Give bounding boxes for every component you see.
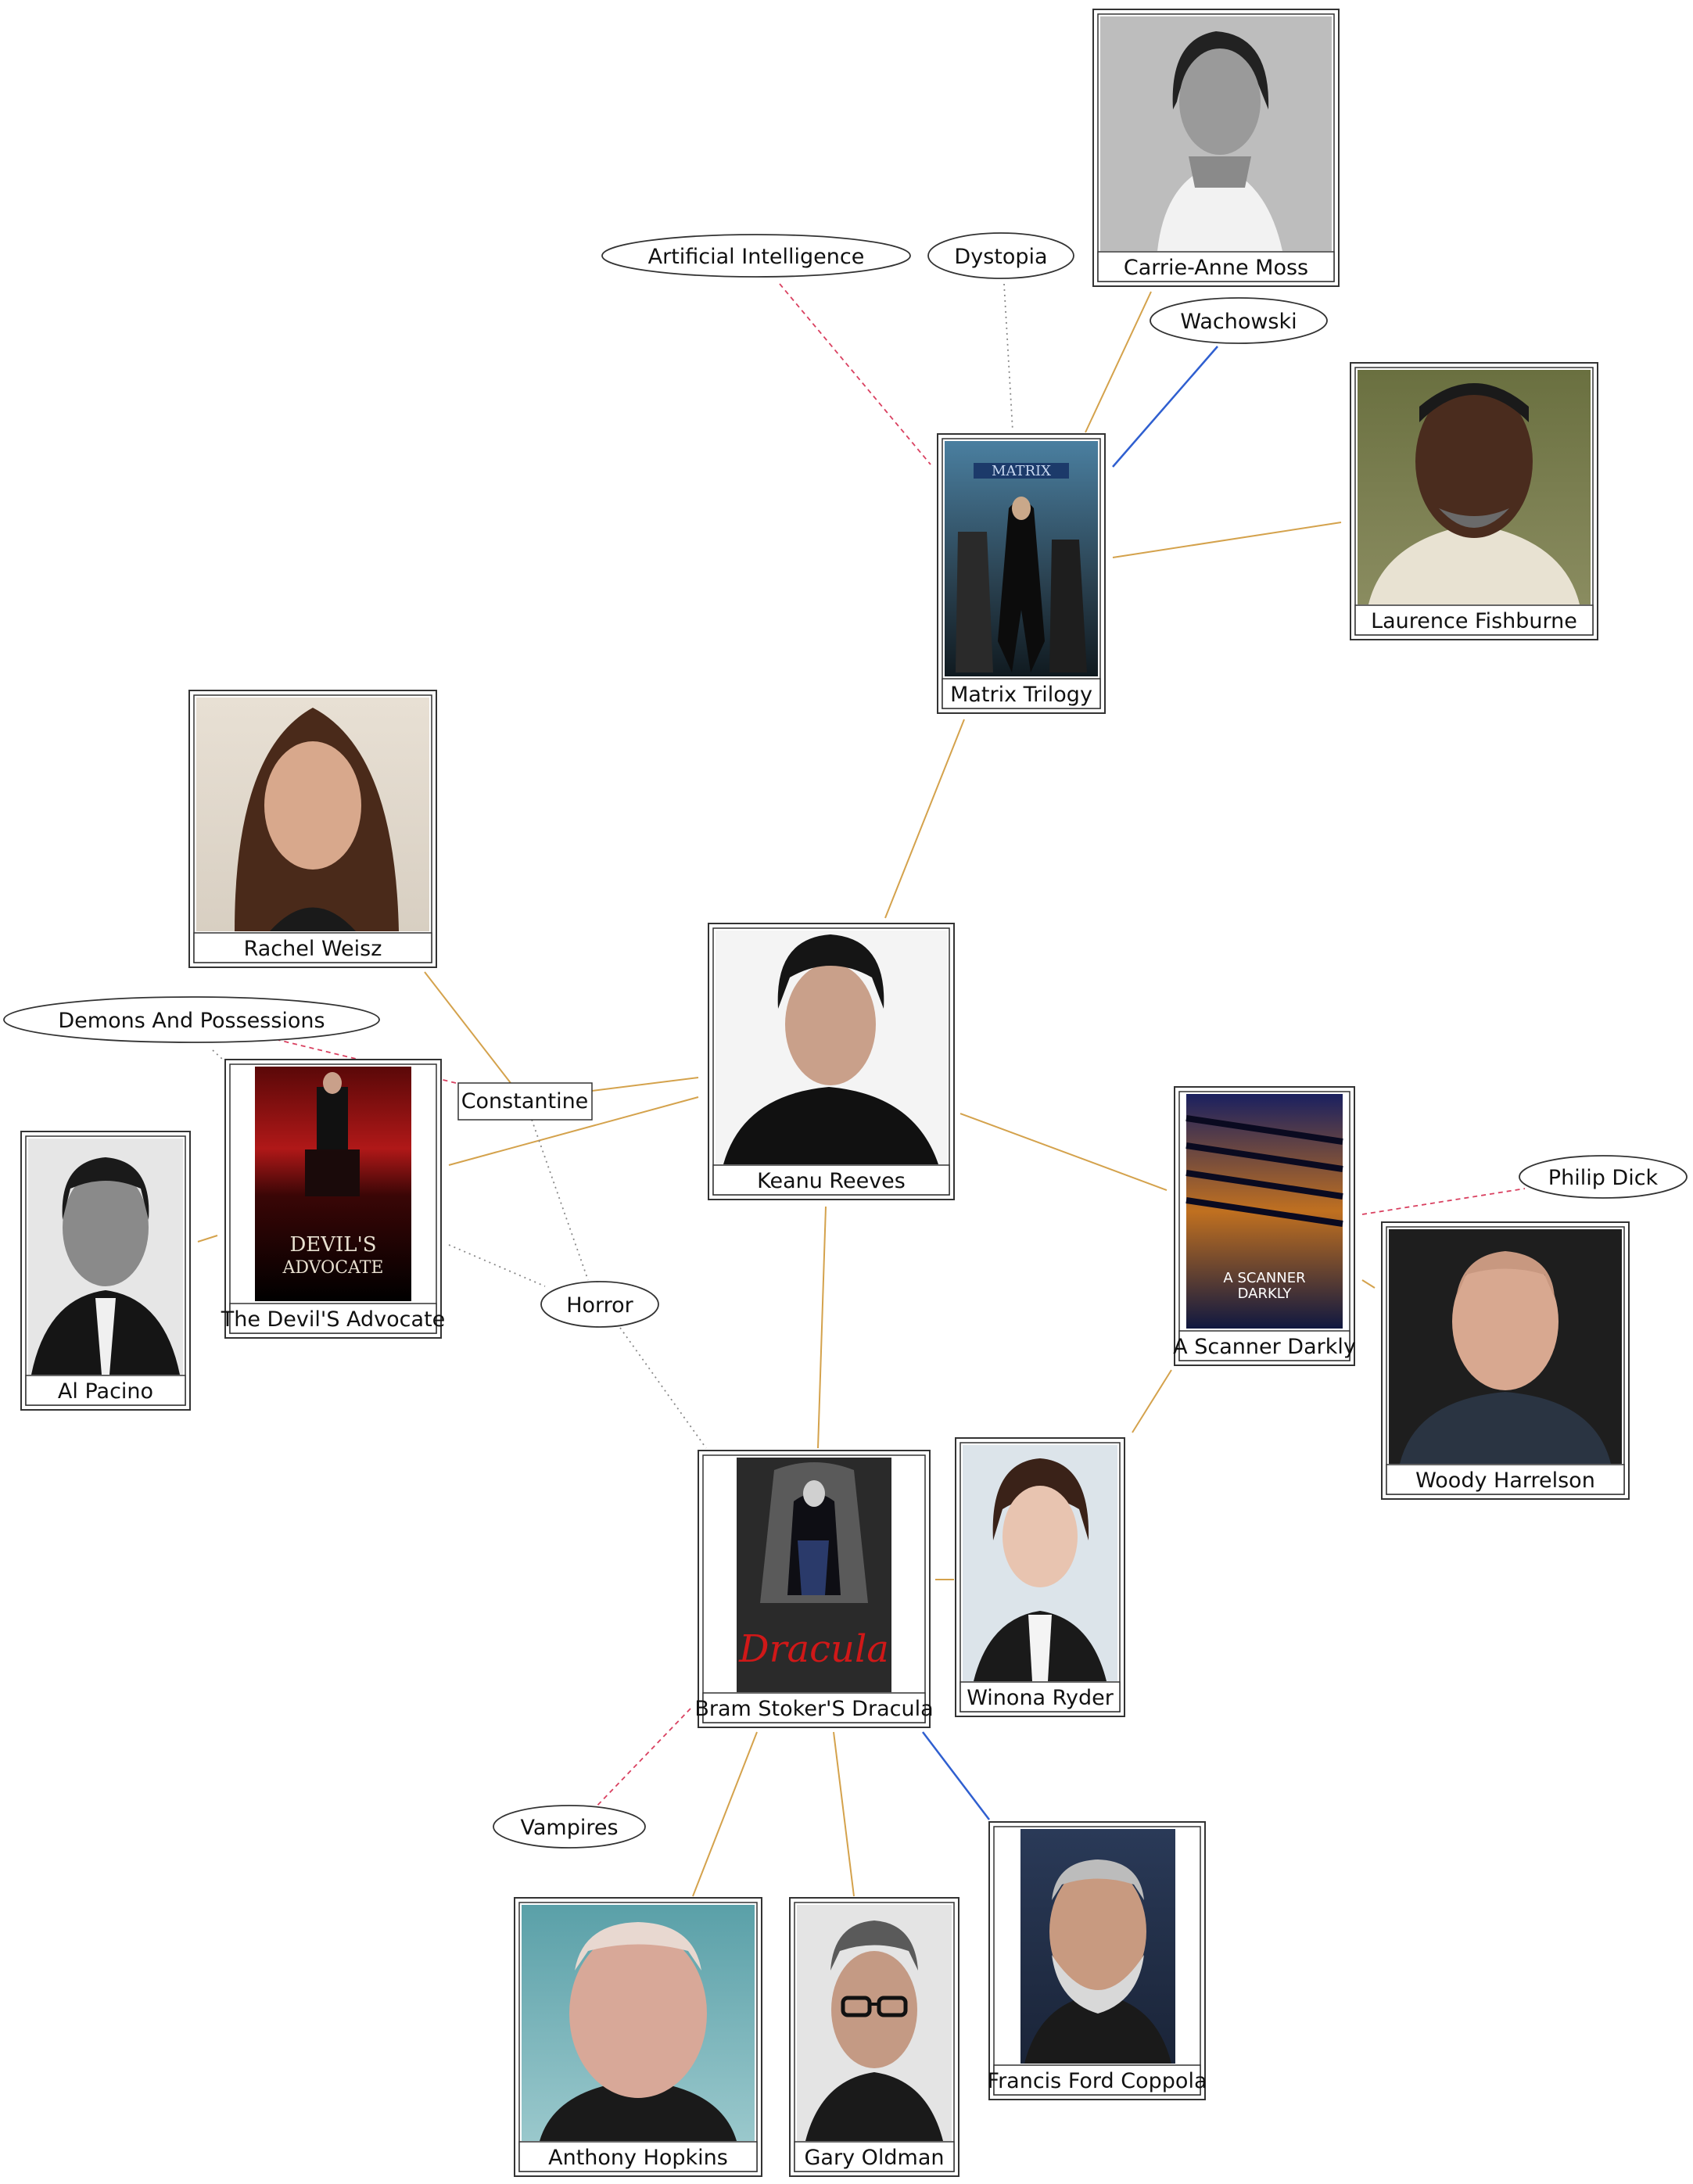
portrait-man-green-bg-icon [1358,370,1591,604]
node-label: A Scanner Darkly [1173,1335,1356,1359]
tag-wachowski[interactable]: Wachowski [1150,297,1328,344]
node-label: Bram Stoker'S Dracula [694,1697,933,1721]
portrait-woman-bw-icon [1100,16,1332,251]
tag-label: Artificial Intelligence [648,245,865,269]
node-matrix-trilogy[interactable]: MATRIX Matrix Trilogy [937,433,1106,714]
node-label: Constantine [461,1089,589,1114]
edge-constantine-horror [531,1119,589,1281]
svg-text:ADVOCATE: ADVOCATE [282,1258,384,1278]
portrait-man-dark-hair-icon [716,931,947,1164]
node-the-devils-advocate[interactable]: DEVIL'S ADVOCATE The Devil'S Advocate [221,1059,446,1339]
tag-label: Vampires [520,1816,618,1840]
edge-keanu-dracula [817,1206,827,1449]
tag-horror[interactable]: Horror [540,1281,659,1328]
node-label: Francis Ford Coppola [988,2069,1207,2093]
poster-devils-advocate-icon: DEVIL'S ADVOCATE [255,1067,411,1301]
tag-label: Dystopia [954,245,1047,269]
tag-label: Wachowski [1180,310,1297,334]
tag-artificial-intelligence[interactable]: Artificial Intelligence [601,234,911,278]
tag-dystopia[interactable]: Dystopia [927,232,1074,279]
edge-scanner-woody [1361,1279,1376,1289]
node-label: Gary Oldman [805,2146,945,2170]
node-a-scanner-darkly[interactable]: A SCANNER DARKLY A Scanner Darkly [1173,1086,1356,1366]
edge-matrix-wachowski [1112,346,1218,468]
node-laurence-fishburne[interactable]: Laurence Fishburne [1350,362,1598,640]
edge-matrix-carrie [1085,291,1152,433]
node-label: Matrix Trilogy [950,683,1092,707]
edge-keanu-scanner [959,1113,1168,1191]
edge-matrix-ai [779,283,931,465]
tag-label: Demons And Possessions [58,1009,325,1033]
svg-text:Dracula: Dracula [738,1627,889,1671]
edge-matrix-dystopia [1003,283,1013,432]
node-label: The Devil'S Advocate [221,1307,446,1332]
portrait-man-bw-icon [28,1139,183,1375]
portrait-man-bald-icon [1389,1229,1622,1464]
edge-keanu-matrix [884,719,965,919]
edge-dracula-coppola [922,1731,990,1820]
node-label: Keanu Reeves [757,1169,906,1193]
svg-text:MATRIX: MATRIX [992,463,1051,479]
tag-label: Horror [566,1293,633,1318]
svg-text:DARKLY: DARKLY [1238,1286,1293,1302]
edge-matrix-laurence [1112,522,1342,558]
node-bram-stokers-dracula[interactable]: Dracula Bram Stoker'S Dracula [694,1450,934,1728]
node-anthony-hopkins[interactable]: Anthony Hopkins [514,1897,762,2177]
node-gary-oldman[interactable]: Gary Oldman [789,1897,959,2177]
poster-scanner-darkly-icon: A SCANNER DARKLY [1185,1094,1343,1329]
tag-demons-and-possessions[interactable]: Demons And Possessions [3,996,380,1043]
node-winona-ryder[interactable]: Winona Ryder [955,1437,1125,1717]
poster-matrix-icon: MATRIX [945,441,1098,676]
edge-devils-pacino [197,1235,218,1243]
portrait-man-teal-bg-icon [522,1905,755,2141]
tag-label: Philip Dick [1548,1166,1659,1190]
svg-text:DEVIL'S: DEVIL'S [289,1233,376,1257]
node-label: Winona Ryder [967,1686,1114,1710]
edge-scanner-winona [1132,1369,1172,1433]
node-label: Rachel Weisz [244,937,382,961]
edge-dracula-oldman [833,1731,855,1897]
edge-horror-dracula [619,1327,707,1449]
portrait-woman-dark-hair-icon [963,1445,1117,1681]
edge-devils-horror [448,1244,546,1287]
node-francis-ford-coppola[interactable]: Francis Ford Coppola [988,1821,1207,2100]
edge-scanner-philip [1361,1188,1526,1215]
node-label: Laurence Fishburne [1371,609,1577,633]
node-label: Anthony Hopkins [548,2146,728,2170]
edge-dracula-vampires [592,1708,691,1811]
tag-vampires[interactable]: Vampires [493,1805,646,1849]
tag-philip-dick[interactable]: Philip Dick [1519,1155,1688,1199]
node-keanu-reeves[interactable]: Keanu Reeves [708,923,955,1200]
edge-dracula-hopkins [692,1731,758,1897]
edge-rachel-constantine [424,971,511,1084]
edge-keanu-devils [448,1096,699,1166]
poster-dracula-icon: Dracula [737,1458,891,1692]
svg-text:A SCANNER: A SCANNER [1223,1270,1305,1286]
node-woody-harrelson[interactable]: Woody Harrelson [1381,1221,1630,1500]
portrait-man-beard-icon [1020,1829,1175,2064]
edge-devils-demons [212,1049,224,1060]
node-constantine[interactable]: Constantine [457,1082,593,1121]
portrait-woman-brown-hair-icon [196,698,429,931]
node-carrie-anne-moss[interactable]: Carrie-Anne Moss [1092,9,1340,287]
portrait-man-glasses-icon [797,1905,952,2141]
node-label: Woody Harrelson [1415,1469,1595,1493]
edge-keanu-constantine [591,1077,699,1092]
node-rachel-weisz[interactable]: Rachel Weisz [188,690,437,968]
node-label: Al Pacino [58,1379,153,1404]
node-label: Carrie-Anne Moss [1124,256,1308,280]
edges [197,283,1526,1897]
node-al-pacino[interactable]: Al Pacino [20,1131,191,1411]
